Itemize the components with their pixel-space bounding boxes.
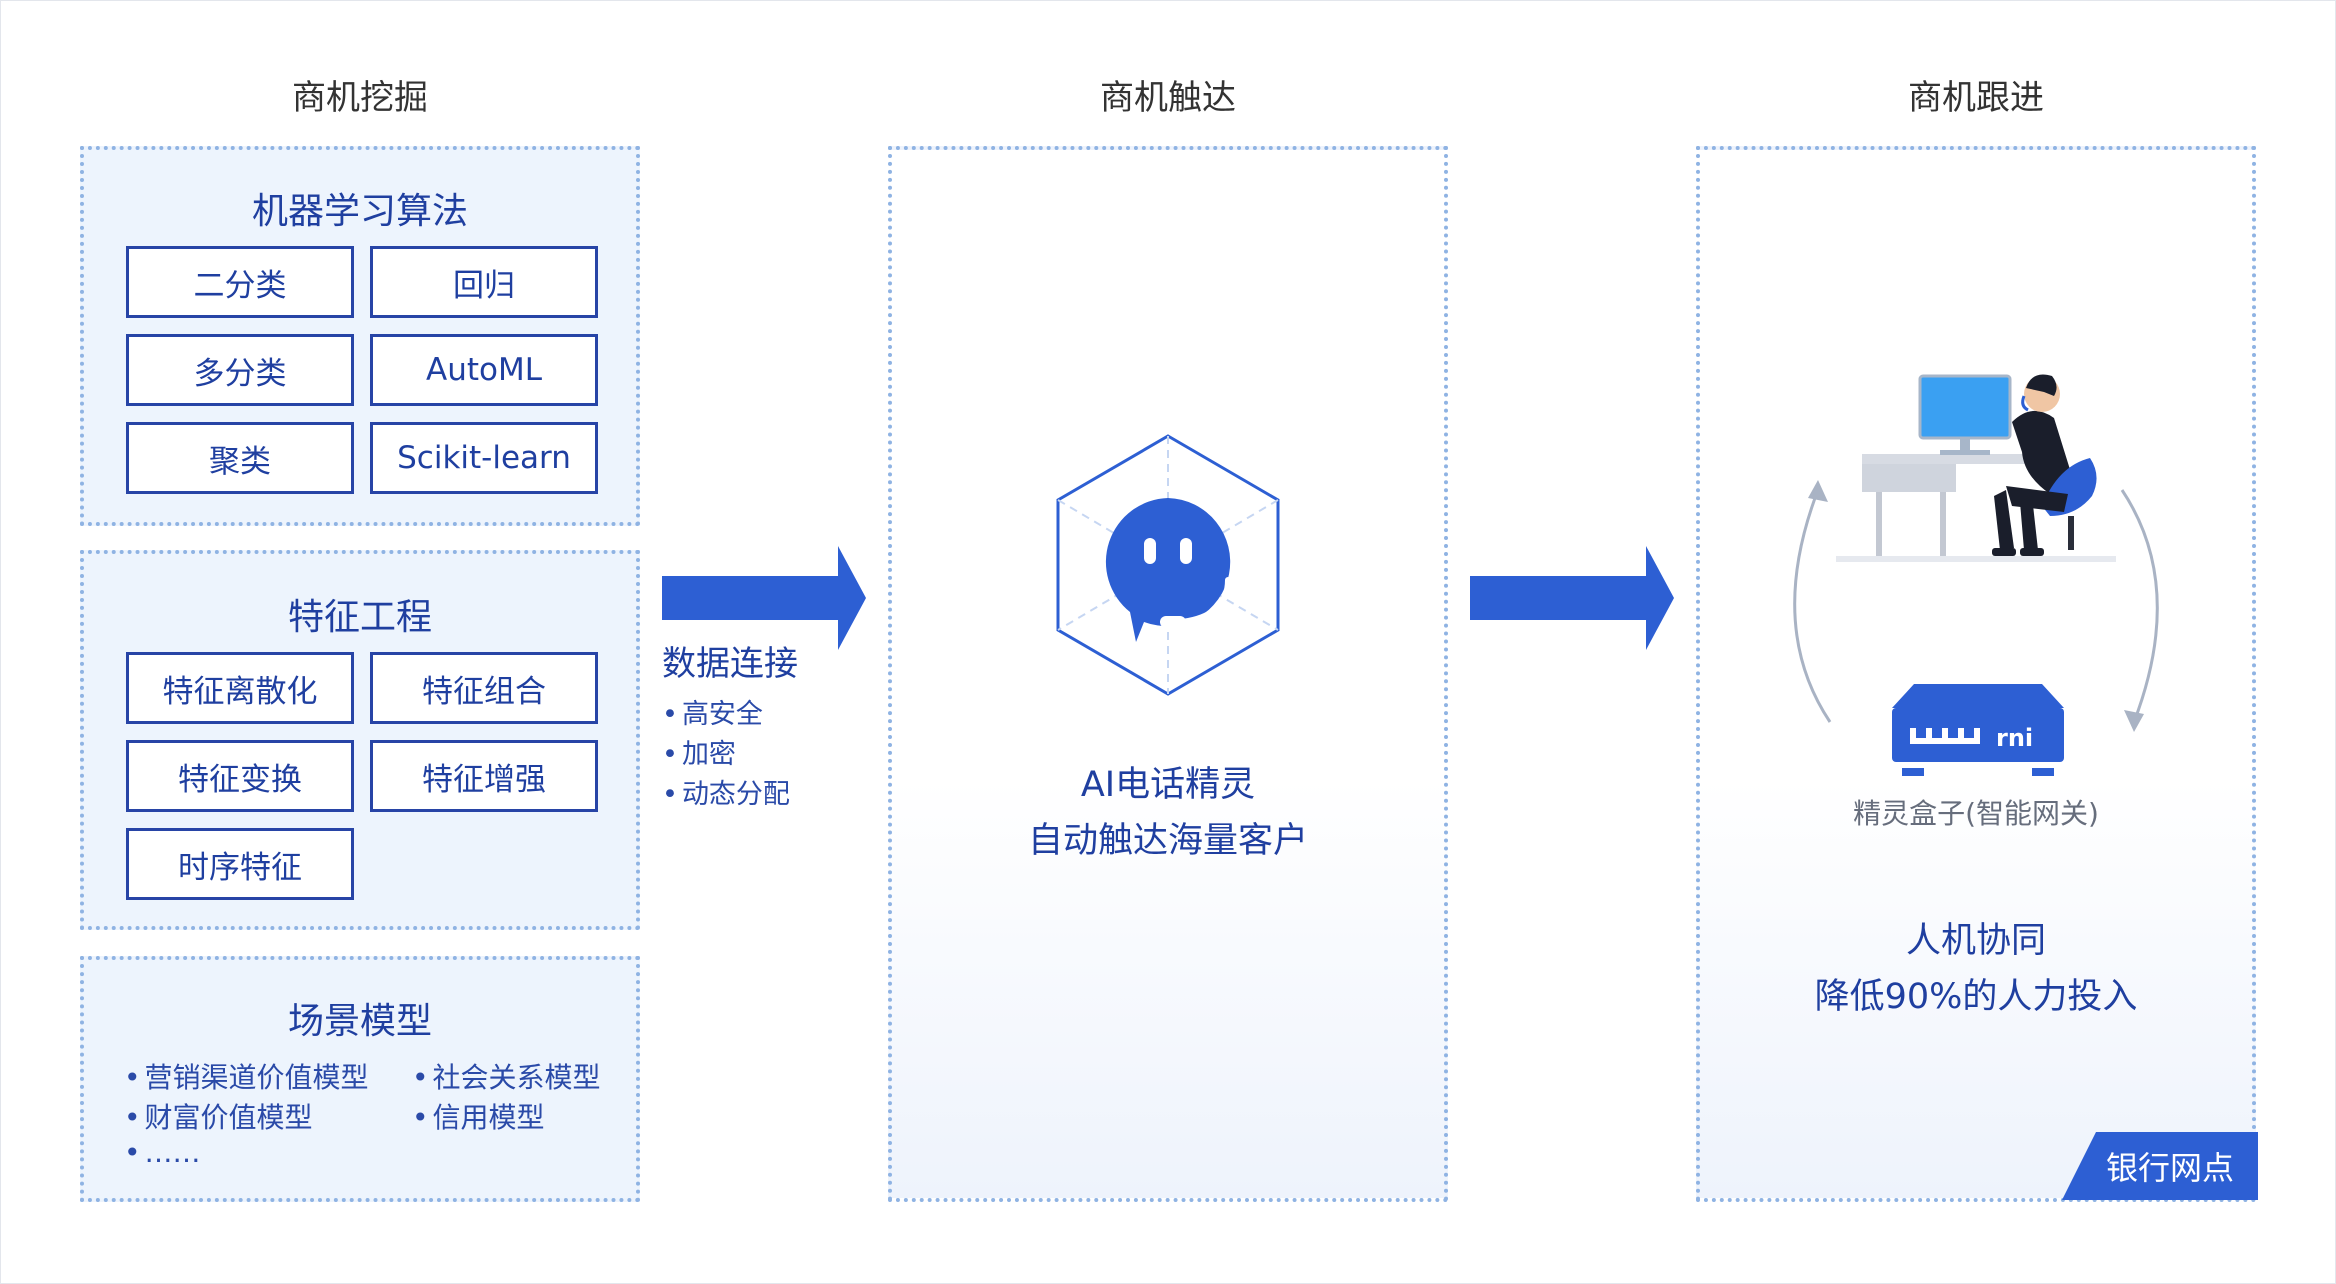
ml-tag-binary-classification: 二分类 [126,246,354,318]
scene-item-more: …… [124,1136,201,1169]
device-logo-text: rni [1996,724,2033,752]
follow-line-2: 降低90%的人力投入 [1776,968,2176,1019]
reach-line-2: 自动触达海量客户 [968,812,1368,863]
ml-tag-regression: 回归 [370,246,598,318]
feature-tag-enhancement: 特征增强 [370,740,598,812]
follow-line-1: 人机协同 [1776,912,2176,963]
ml-tag-clustering: 聚类 [126,422,354,494]
ml-tag-automl: AutoML [370,334,598,406]
robot-chat-icon [1052,432,1284,698]
feature-tag-discretization: 特征离散化 [126,652,354,724]
column-title-follow: 商机跟进 [1776,74,2176,122]
reach-line-1: AI电话精灵 [968,756,1368,807]
feature-tag-transformation: 特征变换 [126,740,354,812]
bank-branch-label: 银行网点 [2106,1143,2234,1189]
feature-tag-temporal: 时序特征 [126,828,354,900]
data-connection-title: 数据连接 [662,636,798,685]
ml-tag-scikit-learn: Scikit-learn [370,422,598,494]
scene-item-channel-value: 营销渠道价值模型 [124,1056,369,1096]
scene-item-social-relation: 社会关系模型 [412,1056,601,1096]
connection-item-security: 高安全 [662,692,763,731]
ml-panel-title: 机器学习算法 [84,182,636,234]
flow-arrow-right [662,546,866,650]
agent-at-desk-illustration [1836,366,2116,566]
connection-item-dynamic-allocation: 动态分配 [662,772,790,811]
smart-box-caption: 精灵盒子(智能网关) [1776,792,2176,832]
connection-item-encryption: 加密 [662,732,736,771]
flow-arrow-right-2 [1470,546,1674,650]
ml-tag-multi-classification: 多分类 [126,334,354,406]
scene-item-wealth-value: 财富价值模型 [124,1096,313,1136]
scene-model-panel: 场景模型 营销渠道价值模型 社会关系模型 财富价值模型 信用模型 …… [80,956,640,1202]
ml-algorithm-panel: 机器学习算法 二分类 回归 多分类 AutoML 聚类 Scikit-learn [80,146,640,526]
column-title-reach: 商机触达 [968,74,1368,122]
column-title-mining: 商机挖掘 [160,74,560,122]
scene-item-credit: 信用模型 [412,1096,545,1136]
feature-tag-combination: 特征组合 [370,652,598,724]
bank-branch-tag: 银行网点 [2062,1132,2258,1200]
feature-panel-title: 特征工程 [84,588,636,640]
scene-panel-title: 场景模型 [84,992,636,1044]
feature-engineering-panel: 特征工程 特征离散化 特征组合 特征变换 特征增强 时序特征 [80,550,640,930]
smart-gateway-device-icon: rni [1892,684,2064,776]
